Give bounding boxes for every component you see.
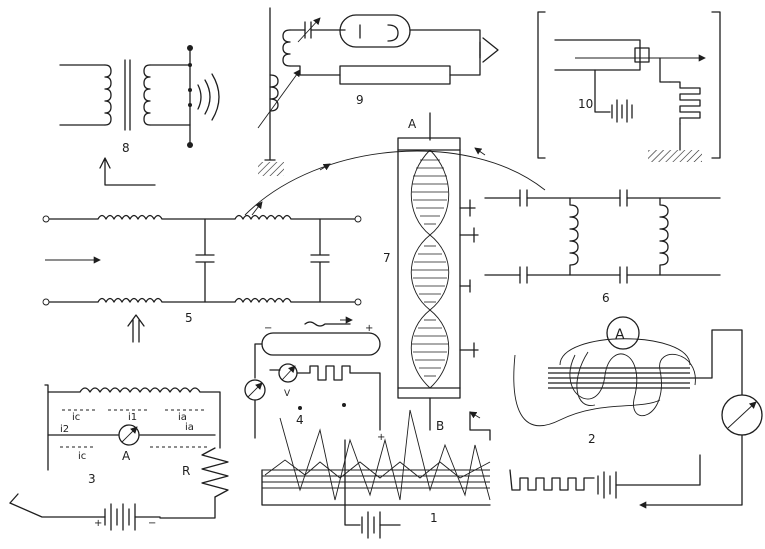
- figure-5-filter-network: 5: [42, 214, 362, 343]
- fig4-plus-right: +: [377, 432, 385, 443]
- current-i1: i1: [128, 412, 137, 423]
- current-ia-top: ia: [178, 412, 187, 423]
- figure-4-voltmeter-circuit: − + V 4 +: [244, 316, 385, 443]
- fig7-label: 7: [383, 251, 391, 265]
- fig2-label: 2: [588, 432, 596, 446]
- fig3-label: 3: [88, 472, 96, 486]
- ground-hatch: [258, 162, 284, 176]
- resistor-r-label: R: [182, 464, 190, 478]
- fig3-plus: +: [94, 518, 102, 529]
- ammeter-a-label: A: [122, 449, 131, 463]
- figure-3-current-divider: ic i1 ia i2 ic ia A R 3 + −: [9, 384, 229, 531]
- node-b-label: B: [436, 419, 444, 433]
- current-ia-bottom: ia: [185, 422, 194, 433]
- figure-8-transformer: 8: [59, 45, 220, 186]
- figure-2-solenoid: A 2: [509, 316, 763, 509]
- voltmeter-v-label: V: [284, 389, 291, 399]
- fig4-plus: +: [365, 323, 373, 334]
- current-ic-top: ic: [72, 412, 80, 423]
- current-i2: i2: [60, 424, 69, 435]
- figure-1-zigzag-coil: 1: [261, 409, 491, 539]
- ammeter-a-label-fig2: A: [615, 327, 625, 343]
- fig9-label: 9: [356, 93, 364, 107]
- figure-10-bracket-circuit: 10: [537, 11, 721, 162]
- fig10-label: 10: [578, 97, 593, 111]
- figure-6-ladder-network: 6: [484, 189, 721, 305]
- fig1-label: 1: [430, 511, 438, 525]
- figure-9-tube-circuit: 9: [257, 7, 499, 176]
- ground-hatch-fig10: [648, 150, 702, 162]
- fig4-minus: −: [264, 323, 272, 334]
- node-a-label: A: [408, 117, 417, 131]
- fig4-label: 4: [296, 413, 304, 427]
- fig3-minus: −: [148, 518, 156, 529]
- figure-7-lecher-line: A B 7: [244, 112, 546, 433]
- fig5-label: 5: [185, 311, 193, 325]
- fig6-label: 6: [602, 291, 610, 305]
- current-ic-bottom: ic: [78, 451, 86, 462]
- fig8-label: 8: [122, 141, 130, 155]
